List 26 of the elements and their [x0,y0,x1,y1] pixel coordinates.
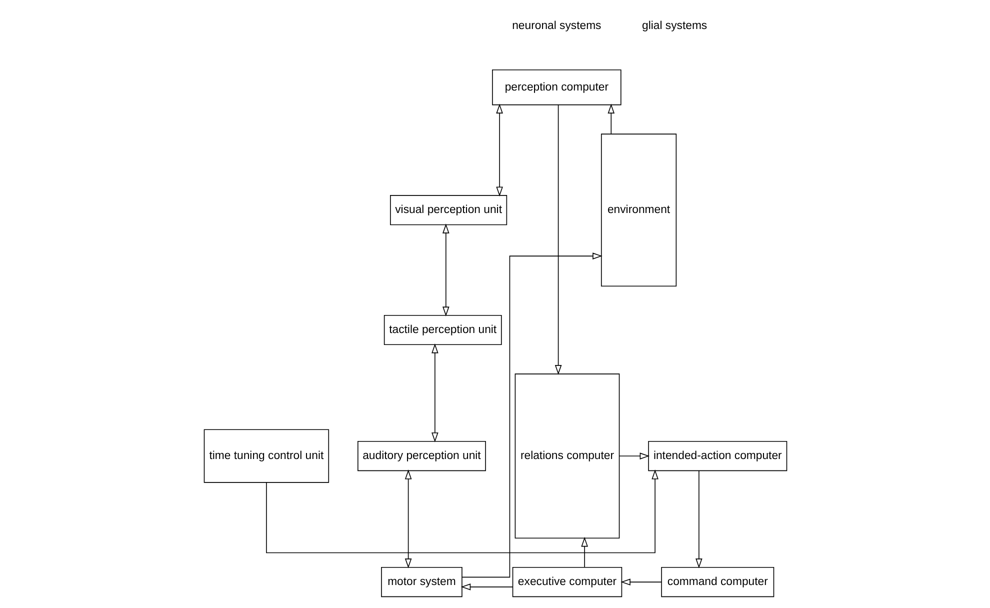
node-box: command computer [660,567,774,598]
node-box: environment [600,134,676,287]
arrow [460,584,513,590]
arrow [695,470,702,568]
label: glial systems [642,20,707,32]
arrow [618,452,650,460]
arrow [442,224,449,316]
node-box: motor system [380,567,462,598]
node-box: intended-action computer [648,440,787,472]
node-box: executive computer [512,567,622,598]
arrow [431,343,438,442]
node-box: perception computer [492,69,621,106]
node-box: time tuning control unit [203,429,329,483]
arrow [607,104,614,134]
arrow [554,104,562,375]
arrow [496,104,502,196]
arrow [620,578,662,586]
label: neuronal systems [512,20,601,32]
node-box: relations computer [514,374,620,539]
arrow [266,469,658,554]
node-box: visual perception unit [390,195,507,226]
arrow [580,536,588,568]
arrow [404,470,412,568]
arrow [461,252,602,578]
node-box: tactile perception unit [383,314,502,346]
node-box: auditory perception unit [357,440,486,472]
